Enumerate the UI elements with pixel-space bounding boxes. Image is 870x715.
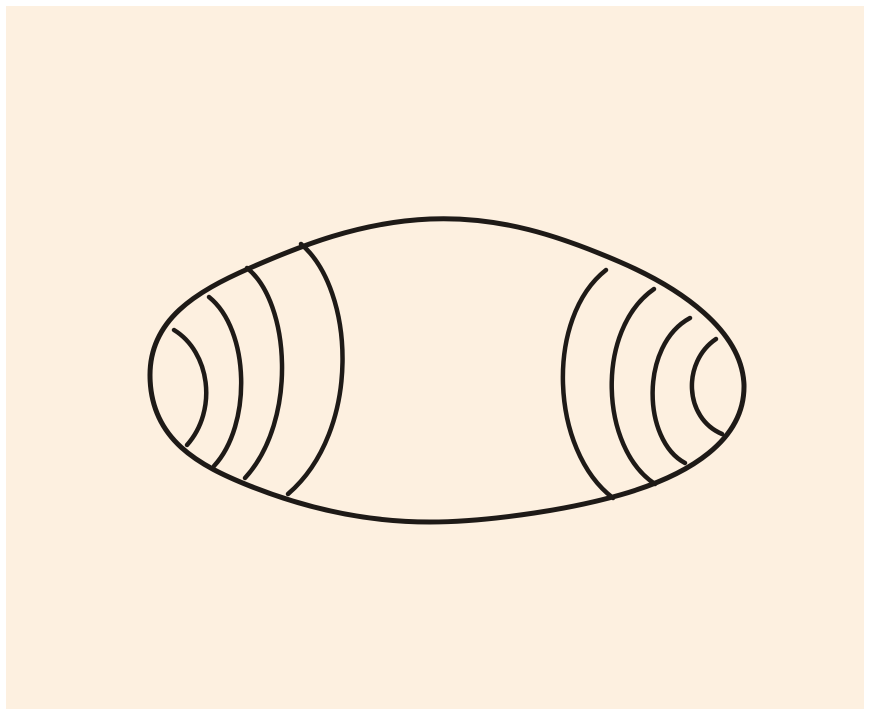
left-arc-4 bbox=[288, 244, 343, 494]
left-arc-1 bbox=[174, 330, 206, 445]
left-arc-3 bbox=[245, 268, 282, 478]
right-arc-2 bbox=[612, 289, 655, 484]
right-arc-1 bbox=[563, 270, 613, 498]
right-arc-3 bbox=[653, 318, 690, 463]
left-arc-2 bbox=[209, 297, 241, 466]
right-arc-4 bbox=[692, 339, 722, 434]
